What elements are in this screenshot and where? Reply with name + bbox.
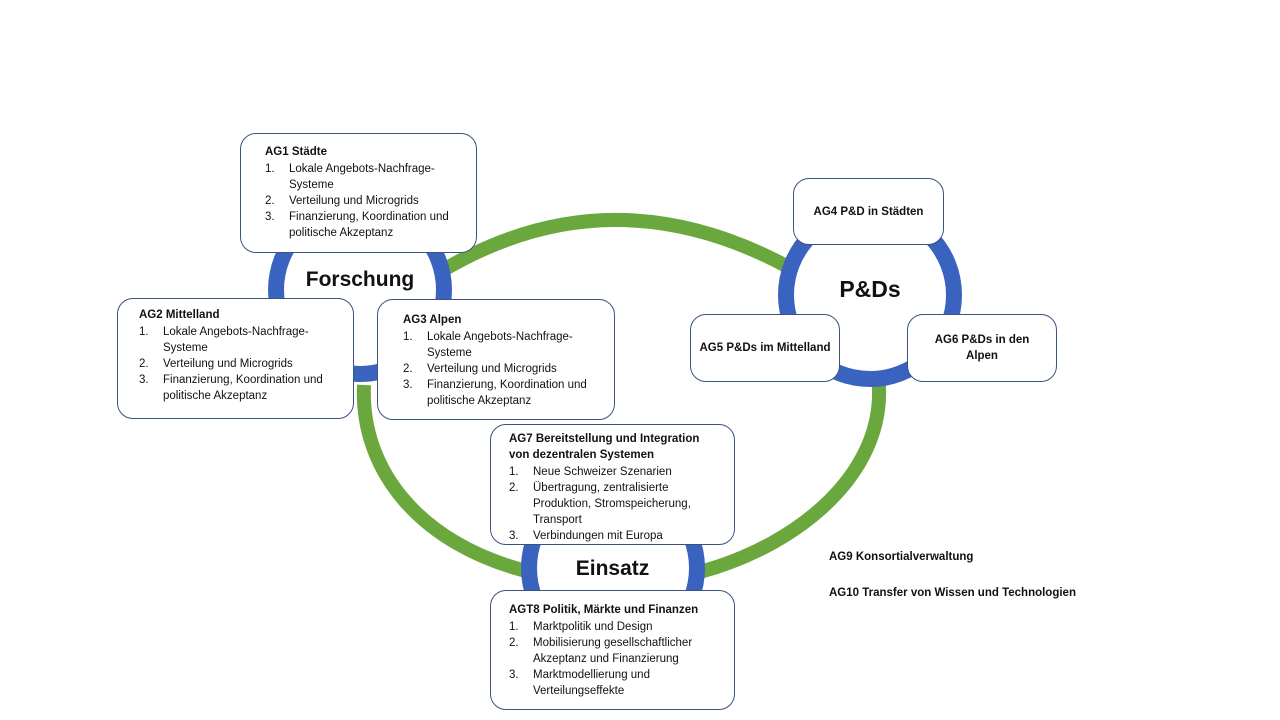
- forschung-label: Forschung: [305, 268, 415, 291]
- ag3-item-3: Finanzierung, Koordination und politisch…: [403, 377, 587, 407]
- forschung-pds-link: [436, 213, 794, 279]
- ag5-box: AG5 P&Ds im Mittelland: [690, 314, 840, 382]
- ag2-box: AG2 Mittelland Lokale Angebots-Nachfrage…: [117, 298, 354, 419]
- ag1-title: AG1 Städte: [265, 146, 327, 158]
- ag4-title: AG4 P&D in Städten: [813, 205, 924, 218]
- einsatz-label: Einsatz: [575, 557, 650, 580]
- ag7-item-1: Neue Schweizer Szenarien: [509, 464, 672, 480]
- ag2-list: Lokale Angebots-Nachfrage-Systeme Vertei…: [139, 324, 341, 404]
- ag3-item-1: Lokale Angebots-Nachfrage-Systeme: [403, 329, 573, 359]
- ag4-box: AG4 P&D in Städten: [793, 178, 944, 245]
- ag10-note: AG10 Transfer von Wissen und Technologie…: [829, 587, 1076, 599]
- ag6-title: AG6 P&Ds in den Alpen: [934, 334, 1030, 362]
- ag2-item-3: Finanzierung, Koordination und politisch…: [139, 372, 323, 402]
- ag1-box: AG1 Städte Lokale Angebots-Nachfrage-Sys…: [240, 133, 477, 253]
- ag7-item-2: Übertragung, zentralisierte Produktion, …: [509, 480, 691, 526]
- forschung-einsatz-link: [356, 384, 532, 579]
- ag7-title: AG7 Bereitstellung und Integration von d…: [509, 433, 700, 461]
- ag8-title: AGT8 Politik, Märkte und Finanzen: [509, 604, 699, 616]
- ag6-box: AG6 P&Ds in den Alpen: [907, 314, 1057, 382]
- ag5-title: AG5 P&Ds im Mittelland: [699, 342, 831, 354]
- ag1-item-1: Lokale Angebots-Nachfrage-Systeme: [265, 161, 435, 191]
- ag8-item-3: Marktmodellierung und Verteilungseffekte: [509, 667, 650, 697]
- ag1-list: Lokale Angebots-Nachfrage-Systeme Vertei…: [265, 161, 462, 241]
- ag3-item-2: Verteilung und Microgrids: [403, 361, 557, 377]
- ag7-item-3: Verbindungen mit Europa: [509, 528, 663, 544]
- ag3-title: AG3 Alpen: [403, 314, 462, 326]
- ag2-item-2: Verteilung und Microgrids: [139, 356, 293, 372]
- ag7-list: Neue Schweizer Szenarien Übertragung, ze…: [509, 464, 718, 544]
- ag2-item-1: Lokale Angebots-Nachfrage-Systeme: [139, 324, 309, 354]
- ag3-list: Lokale Angebots-Nachfrage-Systeme Vertei…: [403, 329, 600, 409]
- ag1-item-2: Verteilung und Microgrids: [265, 193, 419, 209]
- ag1-item-3: Finanzierung, Koordination und politisch…: [265, 209, 449, 239]
- ag2-title: AG2 Mittelland: [139, 309, 220, 321]
- ag8-box: AGT8 Politik, Märkte und Finanzen Marktp…: [490, 590, 735, 710]
- ag8-item-1: Marktpolitik und Design: [509, 619, 653, 635]
- pds-einsatz-link: [698, 375, 887, 579]
- ag9-note: AG9 Konsortialverwaltung: [829, 551, 974, 563]
- ag3-box: AG3 Alpen Lokale Angebots-Nachfrage-Syst…: [377, 299, 615, 420]
- ag8-item-2: Mobilisierung gesellschaftlicher Akzepta…: [509, 635, 693, 665]
- ag8-list: Marktpolitik und Design Mobilisierung ge…: [509, 619, 718, 699]
- pds-label: P&Ds: [839, 276, 901, 302]
- ag7-box: AG7 Bereitstellung und Integration von d…: [490, 424, 735, 545]
